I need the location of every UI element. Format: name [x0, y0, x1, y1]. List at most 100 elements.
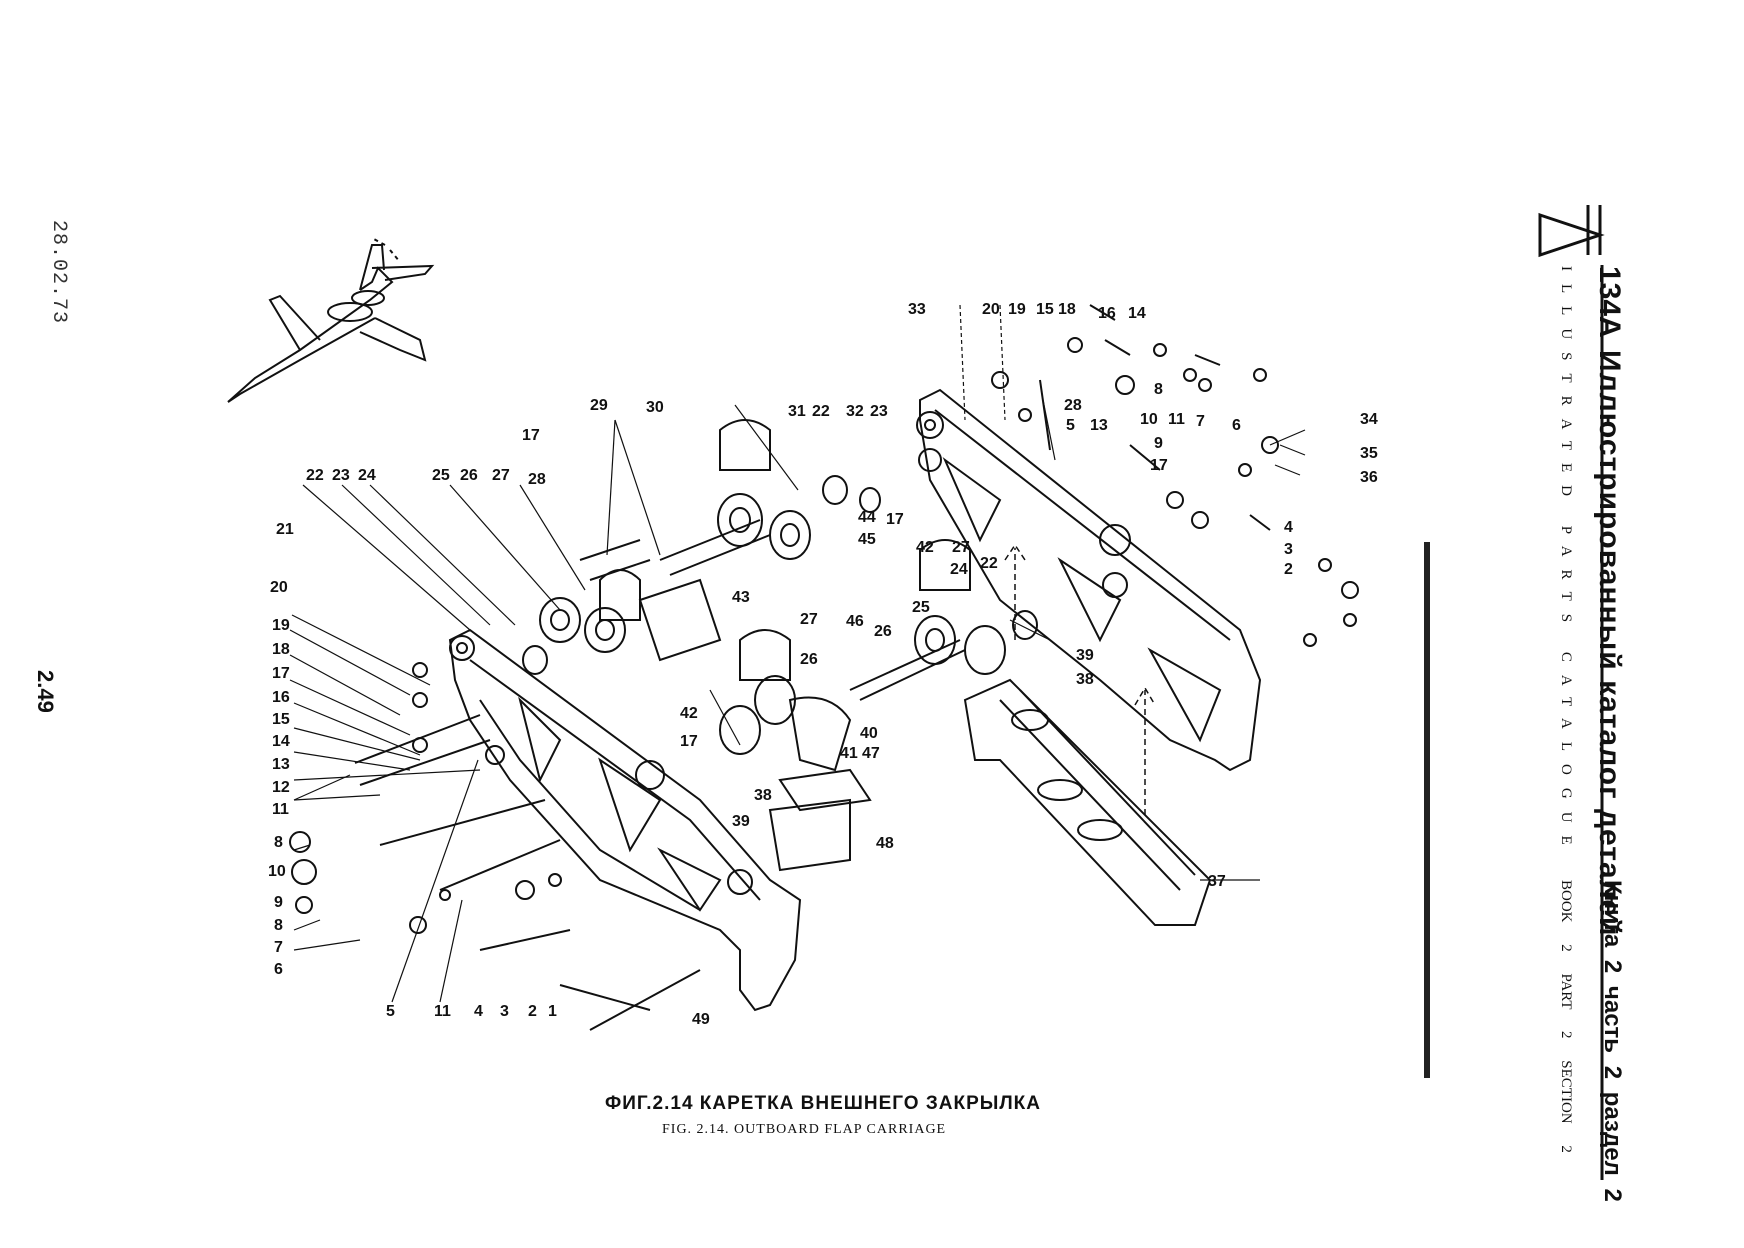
callout-number: 27	[952, 539, 970, 556]
callout-number: 48	[876, 835, 894, 852]
callout-number: 42	[680, 705, 698, 722]
callout-number: 41	[840, 745, 858, 762]
callout-number: 29	[590, 397, 608, 414]
callout-number: 31	[788, 403, 806, 420]
callout-number: 11	[1168, 411, 1185, 428]
callout-number: 28	[528, 471, 546, 488]
callout-number: 42	[916, 539, 934, 556]
callout-number: 22	[306, 467, 324, 484]
callout-number: 4	[1284, 519, 1293, 536]
callout-number: 27	[492, 467, 510, 484]
callout-number: 5	[386, 1003, 395, 1020]
callout-number: 27	[800, 611, 818, 628]
callout-number: 22	[812, 403, 830, 420]
callout-number: 43	[732, 589, 750, 606]
callout-number: 1	[548, 1003, 557, 1020]
fasteners-left	[289, 662, 701, 1031]
callout-number: 13	[1090, 417, 1108, 434]
callout-number: 22	[980, 555, 998, 572]
left-frame	[448, 628, 802, 1012]
revision-date: 28.02.73	[47, 220, 70, 325]
callout-number: 26	[460, 467, 478, 484]
callout-number: 5	[1066, 417, 1075, 434]
callout-number: 23	[332, 467, 350, 484]
roller-assemblies	[522, 419, 1038, 872]
callout-number: 25	[432, 467, 450, 484]
callout-number: 8	[274, 917, 283, 934]
book-section-en: BOOK 2 PART 2 SECTION 2	[1558, 880, 1574, 1153]
callout-number: 8	[1154, 381, 1163, 398]
assembly-arrows	[1004, 543, 1156, 815]
callout-number: 4	[474, 1003, 483, 1020]
callout-number: 11	[434, 1003, 451, 1020]
callout-number: 6	[1232, 417, 1241, 434]
figure-caption-ru: ФИГ.2.14 КАРЕТКА ВНЕШНЕГО ЗАКРЫЛКА	[605, 1093, 1041, 1114]
callout-number: 19	[1008, 301, 1026, 318]
fasteners-right	[991, 304, 1359, 647]
callout-number: 25	[912, 599, 930, 616]
callout-number: 16	[272, 689, 290, 706]
page-number: 2.49	[33, 670, 58, 713]
leader-lines	[289, 304, 1306, 1003]
callout-number: 12	[272, 779, 290, 796]
callout-number: 47	[862, 745, 880, 762]
callout-number: 33	[908, 301, 926, 318]
callout-number: 24	[950, 561, 968, 578]
edge-marker-bar	[1424, 542, 1430, 1078]
book-section-ru: Книга 2 часть 2 раздел 2	[1599, 880, 1626, 1202]
callout-number: 38	[754, 787, 772, 804]
callout-number: 28	[1064, 397, 1082, 414]
callout-number: 35	[1360, 445, 1378, 462]
callout-number: 17	[886, 511, 904, 528]
callout-number: 17	[680, 733, 698, 750]
callout-number: 3	[500, 1003, 509, 1020]
callout-number: 17	[272, 665, 290, 682]
callout-number: 30	[646, 399, 664, 416]
callout-number: 34	[1360, 411, 1378, 428]
callout-number: 39	[1076, 647, 1094, 664]
callout-number: 19	[272, 617, 290, 634]
callout-number: 17	[1150, 457, 1168, 474]
callout-number: 9	[274, 894, 283, 911]
figure-caption-en: FIG. 2.14. OUTBOARD FLAP CARRIAGE	[662, 1122, 947, 1137]
callout-number: 17	[522, 427, 540, 444]
callout-number: 14	[1128, 305, 1146, 322]
callout-number: 2	[1284, 561, 1293, 578]
callout-number: 9	[1154, 435, 1163, 452]
callout-number: 40	[860, 725, 878, 742]
callout-number: 7	[274, 939, 283, 956]
callout-number: 18	[272, 641, 290, 658]
callout-number: 15	[1036, 301, 1054, 318]
right-frame	[916, 388, 1262, 772]
manufacturer-logo-icon	[1538, 205, 1605, 258]
callout-number: 23	[870, 403, 888, 420]
callout-number: 45	[858, 531, 876, 548]
aircraft-silhouette	[227, 237, 435, 403]
callout-number: 7	[1196, 413, 1205, 430]
callout-number: 6	[274, 961, 283, 978]
callout-number: 3	[1284, 541, 1293, 558]
callout-number: 37	[1208, 873, 1226, 890]
callout-number: 11	[272, 801, 289, 818]
callout-number: 26	[874, 623, 892, 640]
callout-number: 13	[272, 756, 290, 773]
catalog-title-en: ILLUSTRATED PARTS CATALOGUE	[1558, 266, 1574, 858]
callout-number: 38	[1076, 671, 1094, 688]
callout-number: 39	[732, 813, 750, 830]
callout-number: 36	[1360, 469, 1378, 486]
model-label: 134A	[1593, 266, 1626, 338]
callout-number: 16	[1098, 305, 1116, 322]
callout-number: 10	[1140, 411, 1158, 428]
callout-number: 24	[358, 467, 376, 484]
callout-number: 20	[270, 579, 288, 596]
callout-number: 49	[692, 1011, 710, 1028]
catalog-title-ru: Иллюстрированный каталог деталей	[1593, 350, 1626, 937]
callout-number: 18	[1058, 301, 1076, 318]
callout-number: 8	[274, 834, 283, 851]
callout-number: 2	[528, 1003, 537, 1020]
callout-number: 44	[858, 509, 876, 526]
callout-number: 14	[272, 733, 290, 750]
callout-number: 15	[272, 711, 290, 728]
